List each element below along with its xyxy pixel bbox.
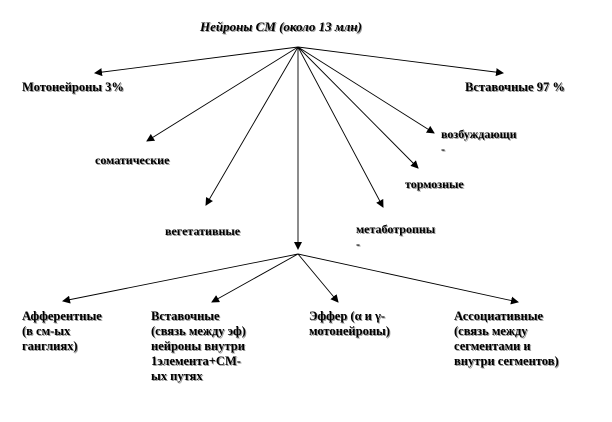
arrow-to-vegetative — [205, 46, 299, 206]
node-somatic: соматические — [95, 153, 170, 167]
node-efferent: Эффер (α и γ- мотонейроны) — [309, 309, 390, 338]
node-inhibitory: тормозные — [405, 177, 464, 191]
node-intercalary: Вставочные (связь между эф) нейроны внут… — [151, 309, 246, 383]
arrow-to-associative — [297, 253, 519, 305]
arrow-to-excitatory — [297, 46, 435, 134]
arrow-to-inhibitory — [297, 46, 419, 169]
node-vegetative: вегетативные — [165, 224, 241, 238]
node-motoneurons: Мотонейроны 3% — [22, 80, 124, 94]
arrow-to-motoneurons — [94, 46, 299, 77]
arrow-to-metabotropic — [297, 46, 384, 208]
node-excitatory: возбуждающи - — [441, 127, 517, 156]
arrow-to-intercalary — [211, 253, 299, 303]
diagram-title: Нейроны СМ (около 13 млн) — [200, 19, 362, 34]
arrow-to-somatic — [146, 46, 299, 142]
arrow-to-afferent — [62, 253, 299, 304]
node-afferent: Афферентные (в см-ых ганглиях) — [22, 309, 102, 353]
arrow-to-efferent — [297, 253, 339, 303]
node-interneurons: Вставочные 97 % — [465, 80, 565, 94]
node-associative: Ассоциативные (связь между сегментами и … — [454, 309, 559, 368]
node-metabotropic: метаботропны - — [356, 222, 436, 251]
arrow-to-interneurons — [297, 46, 504, 77]
